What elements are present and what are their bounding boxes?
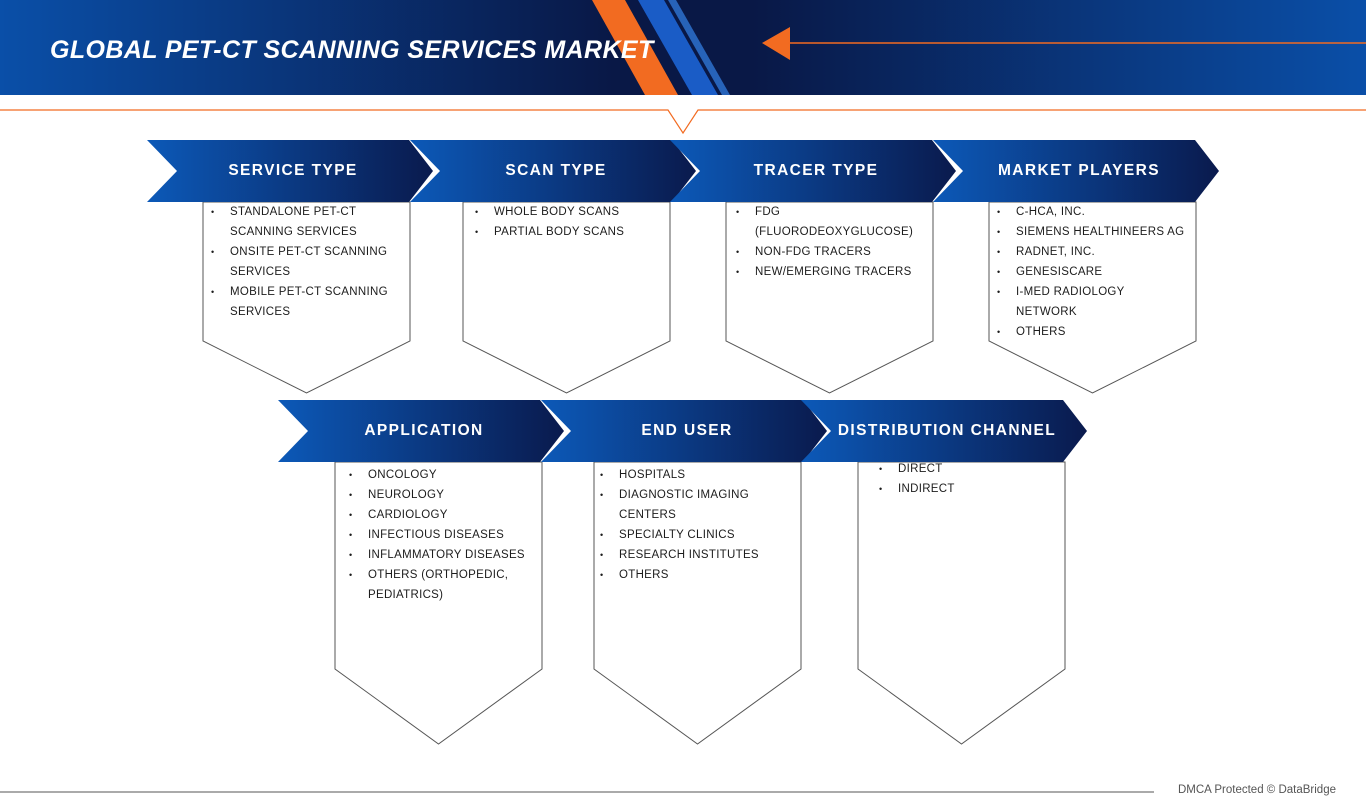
segment-title-scan-type: SCAN TYPE: [505, 162, 607, 179]
segment-item: WHOLE BODY SCANS: [469, 202, 624, 222]
segment-item: STANDALONE PET-CT: [205, 202, 388, 222]
segment-item: FDG: [730, 202, 913, 222]
segment-item: CARDIOLOGY: [343, 505, 525, 525]
segment-item: SCANNING SERVICES: [230, 226, 357, 238]
segment-item: I-MED RADIOLOGY: [991, 282, 1184, 302]
segment-item: SERVICES: [230, 306, 291, 318]
segment-title-service-type: SERVICE TYPE: [228, 162, 358, 179]
segment-item: RESEARCH INSTITUTES: [594, 545, 759, 565]
segment-item: INFLAMMATORY DISEASES: [343, 545, 525, 565]
arrow-left-icon: [762, 27, 790, 60]
segment-chevron-end-user: [541, 400, 827, 462]
segment-title-market-players: MARKET PLAYERS: [998, 162, 1160, 179]
segment-item: INFECTIOUS DISEASES: [343, 525, 525, 545]
segment-title-tracer-type: TRACER TYPE: [753, 162, 879, 179]
segment-item: SPECIALTY CLINICS: [594, 525, 759, 545]
segment-item: OTHERS: [594, 565, 759, 585]
segment-item: PEDIATRICS): [368, 589, 444, 601]
segment-item: DIAGNOSTIC IMAGING: [594, 485, 759, 505]
segment-item: NEUROLOGY: [343, 485, 525, 505]
segment-list-end-user: HOSPITALSDIAGNOSTIC IMAGING CENTERS SPECIA…: [594, 465, 759, 585]
segment-body-distribution-channel: [857, 461, 1066, 745]
segment-item: PARTIAL BODY SCANS: [469, 222, 624, 242]
segment-item: DIRECT: [873, 459, 955, 479]
segment-title-end-user: END USER: [641, 422, 733, 439]
segment-item: CENTERS: [619, 509, 677, 521]
segment-item: NETWORK: [1016, 306, 1077, 318]
header-stripe-orange: [592, 0, 678, 95]
segment-list-distribution-channel: DIRECTINDIRECT: [873, 459, 955, 499]
segment-list-tracer-type: FDG (FLUORODEOXYGLUCOSE) NON-FDG TRACERSNE…: [730, 202, 913, 282]
header-stripe-blue-thin: [668, 0, 730, 95]
segment-list-service-type: STANDALONE PET-CT SCANNING SERVICES ONSITE…: [205, 202, 388, 322]
segment-item: RADNET, INC.: [991, 242, 1184, 262]
segment-item: MOBILE PET-CT SCANNING: [205, 282, 388, 302]
segment-item: C-HCA, INC.: [991, 202, 1184, 222]
segment-item: SIEMENS HEALTHINEERS AG: [991, 222, 1184, 242]
segment-item: SERVICES: [230, 266, 291, 278]
segment-list-market-players: C-HCA, INC.SIEMENS HEALTHINEERS AGRADNET…: [991, 202, 1184, 342]
segment-chevron-market-players: [933, 140, 1219, 202]
segment-title-application: APPLICATION: [364, 422, 484, 439]
segment-list-scan-type: WHOLE BODY SCANSPARTIAL BODY SCANS: [469, 202, 624, 242]
footer-credit: DMCA Protected © DataBridge: [1177, 784, 1336, 796]
segment-item: ONCOLOGY: [343, 465, 525, 485]
segment-chevron-service-type: [147, 140, 433, 202]
segment-list-application: ONCOLOGYNEUROLOGYCARDIOLOGYINFECTIOUS DI…: [343, 465, 525, 605]
segment-item: OTHERS: [991, 322, 1184, 342]
segment-item: GENESISCARE: [991, 262, 1184, 282]
segment-item: OTHERS (ORTHOPEDIC,: [343, 565, 525, 585]
segment-chevron-tracer-type: [670, 140, 956, 202]
segment-chevron-scan-type: [410, 140, 696, 202]
segment-chevron-application: [278, 400, 564, 462]
segment-item: INDIRECT: [873, 479, 955, 499]
header-stripe-blue: [638, 0, 718, 95]
segment-item: NEW/EMERGING TRACERS: [730, 262, 913, 282]
header-divider: [0, 109, 1366, 135]
segment-item: ONSITE PET-CT SCANNING: [205, 242, 388, 262]
segment-title-distribution-channel: DISTRIBUTION CHANNEL: [837, 422, 1057, 439]
segment-item: (FLUORODEOXYGLUCOSE): [755, 226, 914, 238]
segment-item: HOSPITALS: [594, 465, 759, 485]
page-title: GLOBAL PET-CT SCANNING SERVICES MARKET: [50, 36, 654, 64]
segment-chevron-distribution-channel: [801, 400, 1087, 462]
segment-item: NON-FDG TRACERS: [730, 242, 913, 262]
